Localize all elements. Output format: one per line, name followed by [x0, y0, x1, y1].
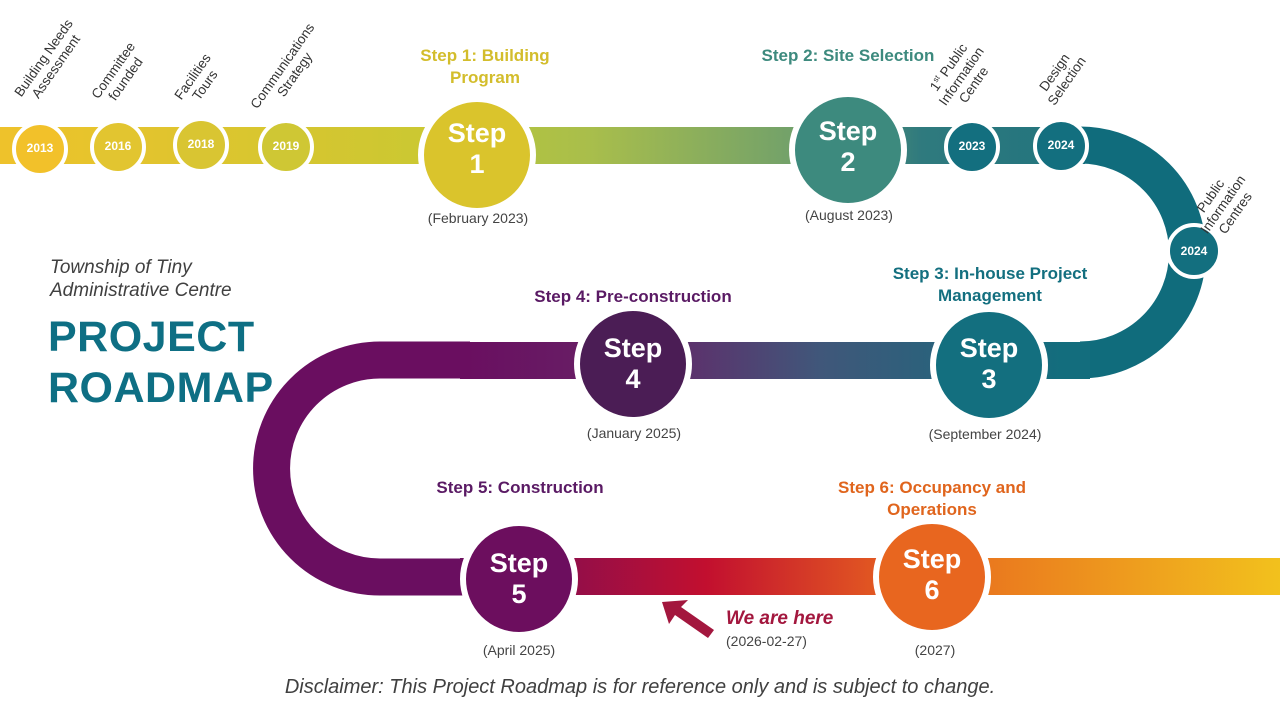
step-circle-4 [574, 305, 692, 423]
step-circle-1 [418, 96, 536, 214]
milestone-year: 2019 [272, 139, 300, 153]
step-title-6: Step 6: Occupancy and Operations [838, 478, 1026, 519]
step-circle-6 [873, 518, 991, 636]
marker-date: (2026-02-27) [726, 633, 807, 649]
milestone-year: 2024 [1180, 244, 1208, 258]
step-circle-2 [789, 91, 907, 209]
step-date-6: (2027) [914, 642, 956, 658]
step-date-2: (August 2023) [805, 207, 893, 223]
milestone-circle-2024 [1033, 118, 1089, 174]
step-title-2: Step 2: Site Selection [761, 46, 935, 65]
disclaimer: Disclaimer: This Project Roadmap is for … [284, 676, 996, 698]
page-title: PROJECT ROADMAP [48, 313, 274, 412]
milestone-year: 2016 [104, 139, 132, 153]
marker-label: We are here [726, 608, 834, 629]
step-date-4: (January 2025) [586, 425, 682, 441]
milestone-circle-2019 [258, 119, 314, 175]
milestone-year: 2023 [958, 139, 986, 153]
step-title-4: Step 4: Pre-construction [534, 287, 732, 306]
milestone-circle-2023 [944, 119, 1000, 175]
step-circle-3 [930, 306, 1048, 424]
milestone-year: 2018 [187, 137, 215, 151]
step-title-3: Step 3: In-house Project Management [892, 264, 1088, 305]
milestone-year: 2024 [1047, 138, 1075, 152]
step-date-5: (April 2025) [482, 642, 556, 658]
milestone-circle-2016 [90, 119, 146, 175]
milestone-circle-2018 [173, 117, 229, 173]
arrow-icon [662, 600, 714, 638]
step-circle-5 [460, 520, 578, 638]
step-title-1: Step 1: Building Program [420, 46, 550, 87]
page-subtitle: Township of Tiny Administrative Centre [50, 257, 232, 301]
milestone-circle-2013 [12, 121, 68, 177]
step-date-1: (February 2023) [427, 210, 529, 226]
step-title-5: Step 5: Construction [436, 478, 604, 497]
step-date-3: (September 2024) [928, 426, 1042, 442]
milestone-year: 2013 [26, 141, 54, 155]
milestone-circle-2024-b [1166, 223, 1222, 279]
